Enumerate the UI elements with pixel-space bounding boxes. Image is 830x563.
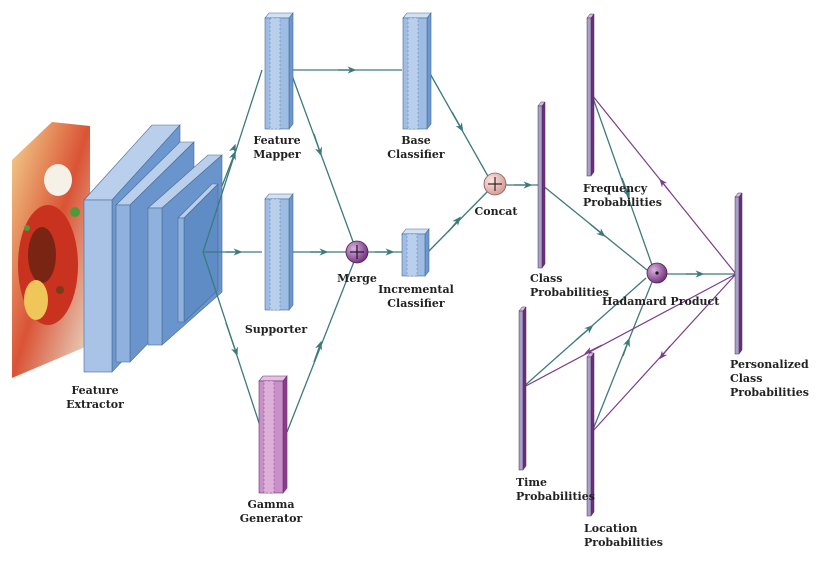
personalized-class-probabilities-vector <box>734 192 743 355</box>
label-hadamard-product: Hadamard Product <box>602 295 720 308</box>
location-probabilities-vector <box>586 352 595 517</box>
label-supporter: Supporter <box>244 323 308 336</box>
feature-mapper-block <box>264 12 294 130</box>
label-personalized-class-probabilities: Personalized Class Probabilities <box>730 358 809 399</box>
label-gamma-generator: Gamma Generator <box>239 498 303 525</box>
label-feature-mapper: Feature Mapper <box>253 134 301 161</box>
label-class-probabilities: Class Probabilities <box>530 272 609 299</box>
label-feature-extractor: Feature Extractor <box>66 384 124 411</box>
incremental-classifier-block <box>401 228 430 277</box>
time-probabilities-vector <box>518 306 527 471</box>
label-base-classifier: Base Classifier <box>387 134 445 161</box>
teal-connections <box>202 66 736 433</box>
label-time-probabilities: Time Probabilities <box>516 476 595 503</box>
label-incremental-classifier: Incremental Classifier <box>378 283 454 310</box>
frequency-probabilities-vector <box>586 13 595 177</box>
base-classifier-block <box>402 12 432 130</box>
purple-connections <box>521 94 737 433</box>
input-food-image <box>12 122 90 378</box>
concat-node <box>483 172 507 196</box>
label-merge: Merge <box>337 272 377 285</box>
merge-node <box>345 240 369 264</box>
feature-extractor-block <box>83 124 223 373</box>
label-location-probabilities: Location Probabilities <box>584 522 663 549</box>
label-frequency-probabilities: Frequency Probabilities <box>583 182 662 209</box>
label-concat: Concat <box>474 205 518 218</box>
supporter-block <box>264 193 294 311</box>
gamma-generator-block <box>258 375 288 494</box>
class-probabilities-vector <box>537 101 546 269</box>
hadamard-product-node <box>646 262 668 284</box>
